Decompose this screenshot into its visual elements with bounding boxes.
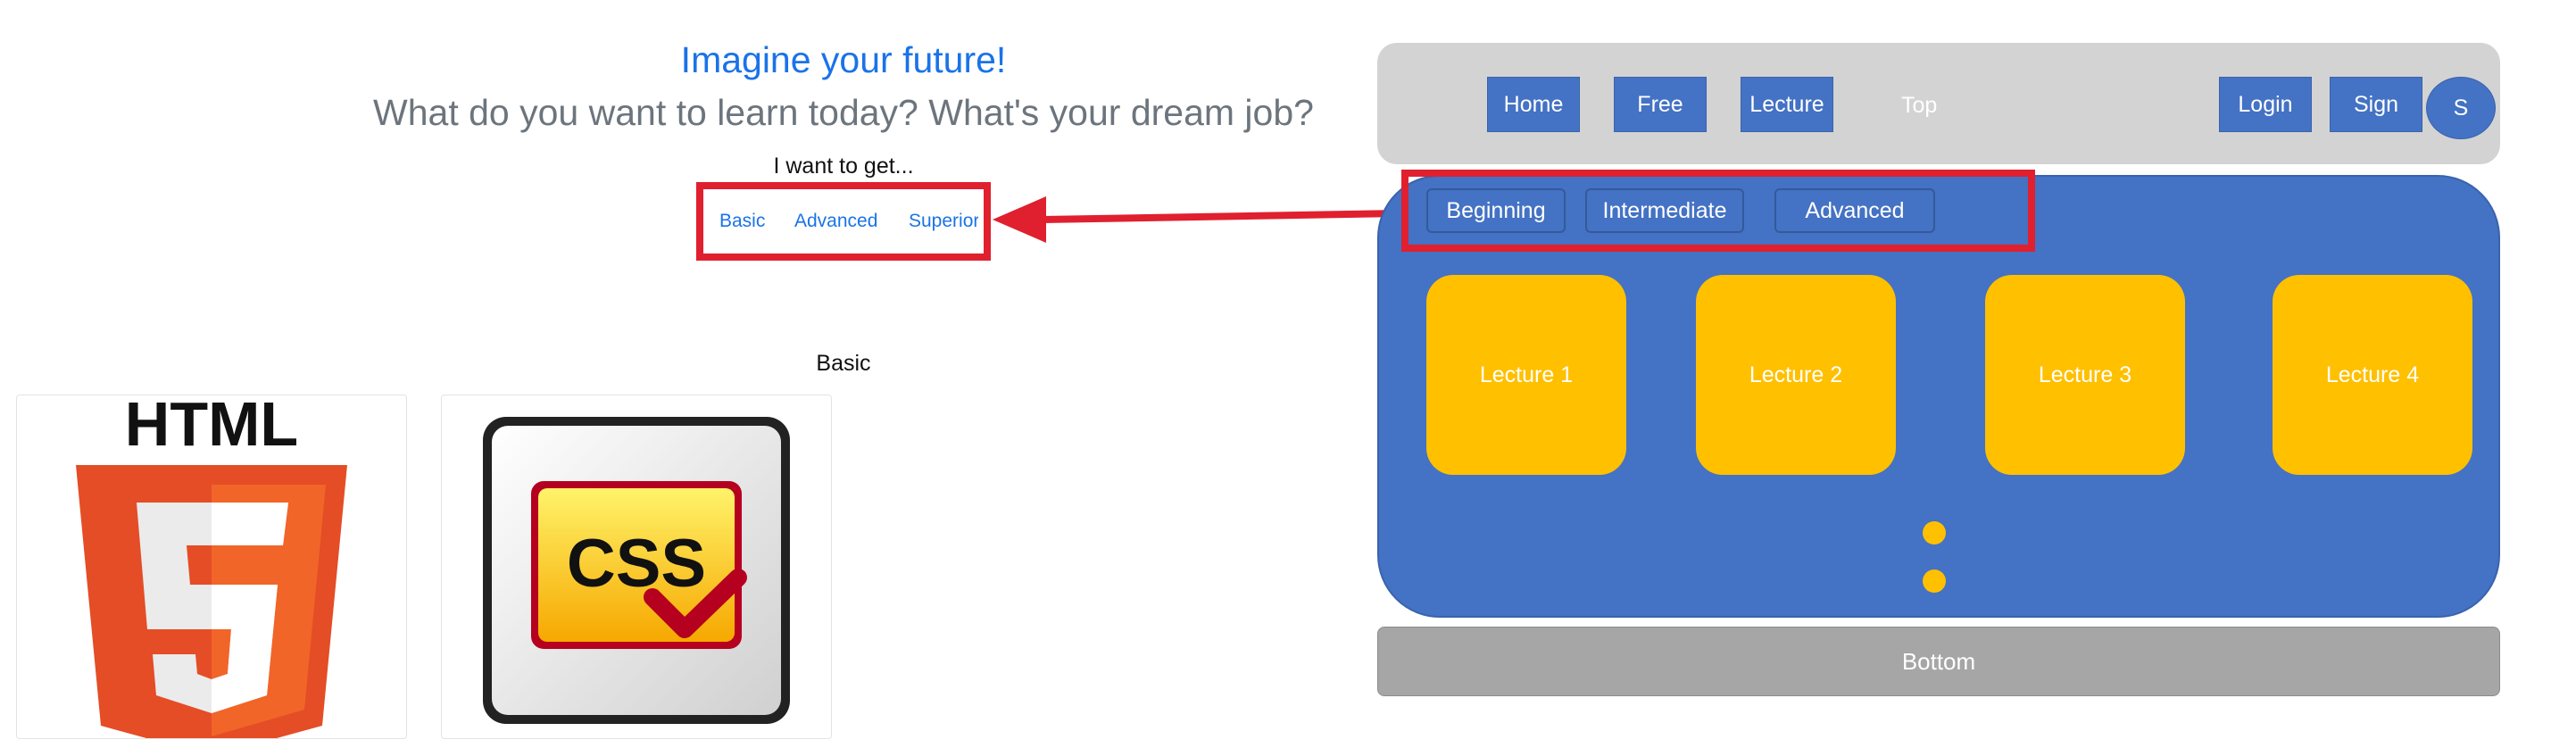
html-logo-text: HTML [125, 395, 298, 459]
lecture-tile-4[interactable]: Lecture 4 [2273, 275, 2472, 475]
section-title: Basic [816, 351, 871, 376]
wireframe-bottom-bar: Bottom [1377, 627, 2500, 696]
login-button[interactable]: Login [2219, 77, 2312, 132]
top-label: Top [1901, 93, 1938, 118]
highlight-box-levels [696, 182, 991, 261]
html5-icon: HTML [76, 395, 347, 738]
lecture-tile-3[interactable]: Lecture 3 [1985, 275, 2185, 475]
nav-lecture-button[interactable]: Lecture [1741, 77, 1833, 132]
level-link-superior[interactable]: Superior [909, 211, 978, 231]
page-subheadline: What do you want to learn today? What's … [373, 92, 1314, 133]
pagination-dot-2[interactable] [1923, 569, 1946, 593]
level-links: Basic Advanced Superior [719, 201, 978, 244]
css-logo-text: CSS [567, 526, 706, 602]
nav-home-button[interactable]: Home [1487, 77, 1580, 132]
avatar[interactable]: S [2426, 77, 2496, 139]
level-link-basic[interactable]: Basic [719, 211, 766, 231]
tab-intermediate[interactable]: Intermediate [1585, 188, 1744, 233]
want-label: I want to get... [773, 154, 914, 179]
arrow-icon [993, 196, 1402, 243]
pagination-dot-1[interactable] [1923, 521, 1946, 544]
sign-button[interactable]: Sign [2330, 77, 2422, 132]
highlight-box-tabs [1401, 170, 2035, 252]
level-link-advanced[interactable]: Advanced [794, 211, 878, 231]
nav-free-button[interactable]: Free [1614, 77, 1707, 132]
course-card-html[interactable]: HTML [16, 395, 407, 739]
tab-advanced[interactable]: Advanced [1774, 188, 1935, 233]
css-icon: CSS [483, 417, 790, 724]
course-card-css[interactable]: CSS [441, 395, 832, 739]
tab-beginning[interactable]: Beginning [1426, 188, 1566, 233]
page-headline: Imagine your future! [680, 39, 1007, 80]
lecture-tile-2[interactable]: Lecture 2 [1696, 275, 1896, 475]
lecture-tile-1[interactable]: Lecture 1 [1426, 275, 1626, 475]
